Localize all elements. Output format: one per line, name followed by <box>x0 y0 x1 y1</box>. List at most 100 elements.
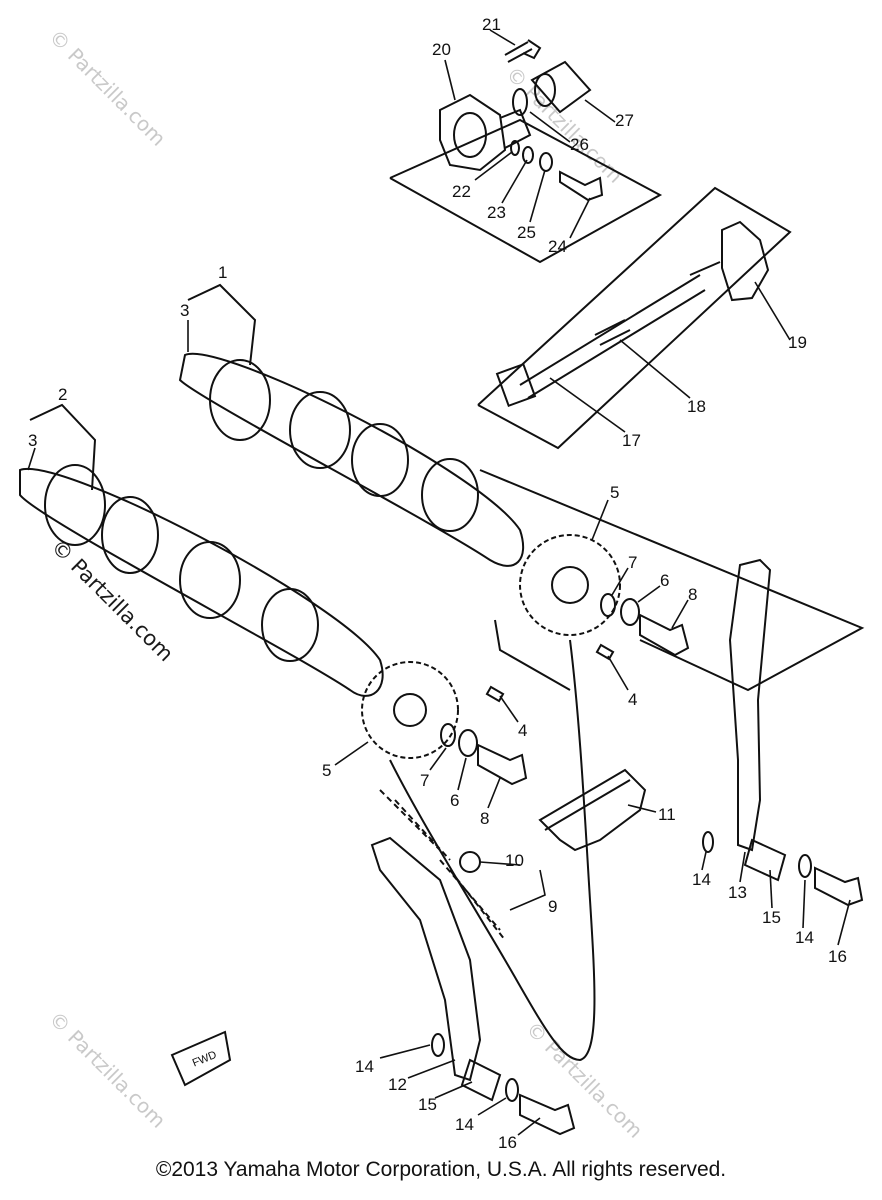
washer-6-lower <box>458 729 478 757</box>
sprocket-frame-b <box>494 619 571 691</box>
callout-23: 23 <box>487 203 506 222</box>
assembly-frame <box>389 118 663 264</box>
cam-lobe <box>44 464 106 546</box>
cam-lobe <box>351 423 409 497</box>
leader <box>477 1097 507 1116</box>
rod-17 <box>519 274 701 386</box>
callout-22: 22 <box>452 182 471 201</box>
callout-8-lower: 8 <box>480 809 489 828</box>
callout-6-lower: 6 <box>450 791 459 810</box>
line-art <box>19 39 865 1136</box>
sprocket-frame <box>479 469 865 692</box>
tensioner-bore <box>453 112 487 158</box>
leader <box>434 1081 473 1099</box>
leader <box>479 861 521 866</box>
damper-10 <box>459 851 481 873</box>
callout-7-lower: 7 <box>420 771 429 790</box>
washer-6-upper <box>620 598 640 626</box>
callout-20: 20 <box>432 40 451 59</box>
cam-chain <box>389 639 596 1062</box>
washer-14-left-a <box>431 1033 445 1057</box>
chain-guide-11-rib <box>544 779 631 831</box>
tensioner-body <box>439 93 507 172</box>
callout-14-right-b: 14 <box>795 928 814 947</box>
leader <box>444 59 456 101</box>
callout-13: 13 <box>728 883 747 902</box>
leader <box>457 757 467 791</box>
callout-layer: 21 20 27 26 22 23 25 24 19 1 3 18 17 2 3… <box>28 15 847 1152</box>
callout-8-upper: 8 <box>688 585 697 604</box>
leader <box>611 567 629 596</box>
cam-lobe <box>261 588 319 662</box>
cam-lobe <box>289 391 351 469</box>
washer-14-right-b <box>798 854 812 878</box>
sprocket-lower <box>361 661 459 759</box>
leader <box>591 499 609 541</box>
callout-1: 1 <box>218 263 227 282</box>
cam-chain-links <box>379 789 506 941</box>
sprocket-upper-hub <box>551 566 589 604</box>
callout-25: 25 <box>517 223 536 242</box>
callout-2: 2 <box>58 385 67 404</box>
callout-7-upper: 7 <box>628 553 637 572</box>
leader <box>569 197 591 239</box>
callout-12: 12 <box>388 1075 407 1094</box>
callout-5-lower: 5 <box>322 761 331 780</box>
leader <box>627 804 657 813</box>
bolt-16-right <box>814 866 864 907</box>
callout-26: 26 <box>570 135 589 154</box>
bolt-8-lower <box>477 743 528 786</box>
leader <box>489 29 516 46</box>
pushrod-frame <box>477 186 792 450</box>
callout-16-left: 16 <box>498 1133 517 1152</box>
leader <box>517 1117 541 1136</box>
leader <box>529 111 571 143</box>
callout-14-left-a: 14 <box>355 1057 374 1076</box>
leader <box>619 339 691 399</box>
bolt-16-left <box>519 1093 576 1136</box>
watermark: © Partzilla.com <box>501 62 627 188</box>
leader <box>487 777 501 809</box>
callout-5-upper: 5 <box>610 483 619 502</box>
callout-21: 21 <box>482 15 501 34</box>
leader <box>509 869 546 911</box>
callout-3-lower: 3 <box>28 431 37 450</box>
leader-box-1 <box>187 283 257 366</box>
leader <box>529 169 546 223</box>
leader <box>584 99 616 123</box>
spacer-15-right <box>743 838 787 882</box>
callout-10: 10 <box>505 851 524 870</box>
callout-4-lower: 4 <box>518 721 527 740</box>
fwd-arrow <box>170 1030 232 1087</box>
rod-head <box>495 362 537 408</box>
callout-15-right: 15 <box>762 908 781 927</box>
watermark-layer: © Partzilla.com © Partzilla.com © Partzi… <box>44 25 647 1143</box>
callout-18: 18 <box>687 397 706 416</box>
callout-16-right: 16 <box>828 947 847 966</box>
plug-27-face <box>534 73 556 107</box>
key-4-lower <box>485 685 505 703</box>
cam-lobe <box>179 541 241 619</box>
leader <box>474 151 513 181</box>
plug-27 <box>530 60 592 114</box>
callout-3-upper: 3 <box>180 301 189 320</box>
callout-24: 24 <box>548 237 567 256</box>
callout-14-left-b: 14 <box>455 1115 474 1134</box>
fwd-label: FWD <box>191 1049 219 1070</box>
cam-lobe <box>209 359 271 441</box>
leader <box>769 869 773 909</box>
callout-14-right-a: 14 <box>692 870 711 889</box>
washer-7-lower <box>440 723 456 747</box>
leader <box>499 695 519 723</box>
leader <box>334 741 369 766</box>
rod-17b <box>527 289 706 399</box>
sprocket-upper <box>519 534 621 636</box>
bolt-21 <box>504 39 542 63</box>
callout-6-upper: 6 <box>660 571 669 590</box>
callout-4-upper: 4 <box>628 690 637 709</box>
callout-9: 9 <box>548 897 557 916</box>
callout-17: 17 <box>622 431 641 450</box>
leader-box-2 <box>29 403 97 491</box>
washer-25 <box>539 152 553 172</box>
